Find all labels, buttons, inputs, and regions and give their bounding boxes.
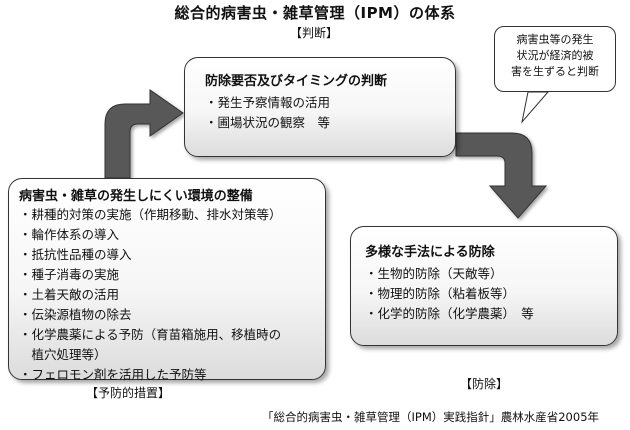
callout-line: 病害虫等の発生 (516, 33, 594, 46)
list-item: ・圃場状況の観察 等 (205, 115, 331, 130)
list-item: ・耕種的対策の実施（作期移動、排水対策等） (19, 207, 282, 222)
callout-bubble: 病害虫等の発生 状況が経済的被 害を生ずると判断 (494, 26, 616, 92)
list-item: ・発生予察情報の活用 (205, 95, 331, 110)
judgment-heading: 防除要否及びタイミングの判断 (205, 74, 388, 89)
prevention-list: ・耕種的対策の実施（作期移動、排水対策等） ・輪作体系の導入 ・抵抗性品種の導入… (19, 205, 325, 385)
prevention-heading: 病害虫・雑草の発生しにくい環境の整備 (19, 189, 253, 204)
judgment-label: 【判断】 (290, 26, 339, 40)
list-item: ・化学農薬による予防（育苗箱施用、移植時の (19, 327, 282, 342)
list-item: ・土着天敵の活用 (19, 287, 120, 302)
list-item: ・化学的防除（化学農薬） 等 (365, 306, 534, 321)
arrow-prevention-to-judgment (104, 89, 184, 179)
diagram-title: 総合的病害虫・雑草管理（IPM）の体系 (174, 4, 456, 22)
prevention-box: 病害虫・雑草の発生しにくい環境の整備 ・耕種的対策の実施（作期移動、排水対策等）… (8, 178, 326, 382)
control-box: 多様な手法による防除 ・生物的防除（天敵等） ・物理的防除（粘着板等） ・化学的… (350, 226, 618, 346)
callout-line: 状況が経済的被 (516, 49, 594, 62)
list-item: ・フェロモン剤を活用した予防等 (19, 367, 207, 382)
callout-line: 害を生ずると判断 (511, 65, 599, 78)
list-item: ・伝染源植物の除去 (19, 307, 132, 322)
source-citation: 「総合的病害虫・雑草管理（IPM）実践指針」農林水産省2005年 (262, 410, 600, 424)
prevention-label: 【予防的措置】 (86, 386, 171, 400)
list-item: ・物理的防除（粘着板等） (365, 286, 516, 301)
list-item: ・輪作体系の導入 (19, 227, 120, 242)
judgment-list: ・発生予察情報の活用 ・圃場状況の観察 等 (205, 93, 455, 133)
judgment-box: 防除要否及びタイミングの判断 ・発生予察情報の活用 ・圃場状況の観察 等 (184, 57, 456, 157)
list-item: ・抵抗性品種の導入 (19, 247, 132, 262)
control-list: ・生物的防除（天敵等） ・物理的防除（粘着板等） ・化学的防除（化学農薬） 等 (365, 264, 617, 324)
list-item: ・種子消毒の実施 (19, 267, 120, 282)
arrow-judgment-to-control (455, 132, 548, 219)
callout-pointer (521, 91, 550, 124)
list-item: 植穴処理等） (19, 347, 107, 362)
control-heading: 多様な手法による防除 (365, 245, 495, 260)
list-item: ・生物的防除（天敵等） (365, 266, 503, 281)
control-label: 【防除】 (460, 377, 509, 391)
